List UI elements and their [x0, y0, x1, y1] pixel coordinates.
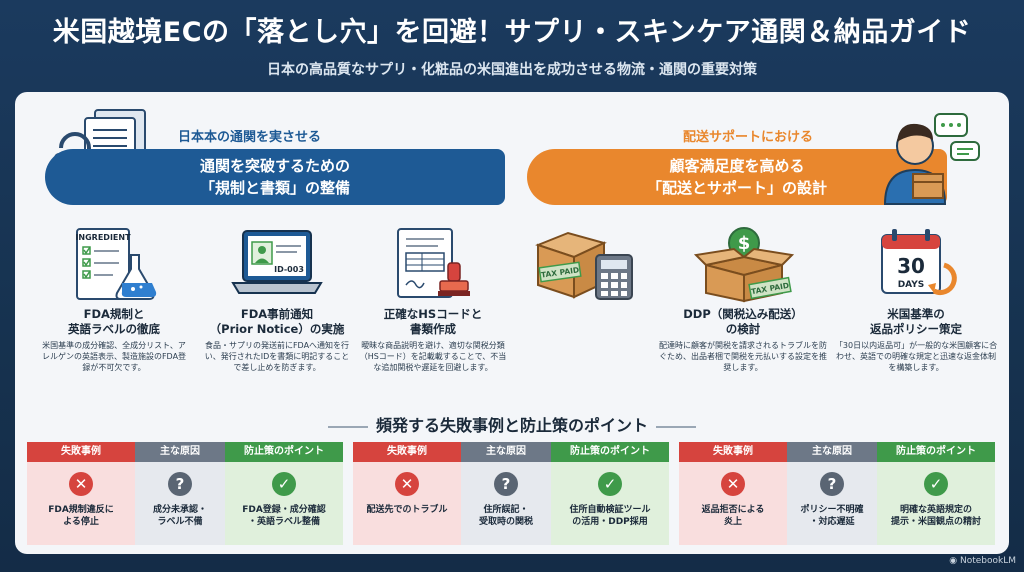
- case-table-1: 失敗事例 主な原因 防止策のポイント ✕ FDA規制違反による停止 ? 成分未承…: [27, 442, 343, 545]
- days-label: DAYS: [898, 280, 925, 290]
- ingredient-flask-icon: INGREDIENT: [75, 228, 157, 300]
- item-title: 米国基準の 返品ポリシー策定: [870, 307, 962, 336]
- support-person-icon: [883, 113, 980, 205]
- failure-cell: ✕ 配送先でのトラブル: [353, 462, 461, 545]
- header-cause: 主な原因: [135, 442, 225, 462]
- item-prior-notice: ID-003 FDA事前通知 （Prior Notice）の実施 食品・サプリの…: [202, 225, 352, 373]
- right-banner-line1: 顧客満足度を高める: [669, 157, 805, 175]
- item-fda-label: INGREDIENT FDA規制と 英語ラベルの徹底 米国基準の成分確認、全成分…: [39, 225, 189, 373]
- header-cause: 主な原因: [787, 442, 877, 462]
- days-number: 30: [897, 254, 925, 278]
- cause-cell: ? ポリシー不明確・対応遅延: [787, 462, 877, 545]
- item-desc: 「30日以内返品可」が一般的な米国顧客に合わせ、英語での明確な規定と迅速な返金体…: [834, 341, 998, 372]
- ingredient-label-text: INGREDIENT: [75, 233, 131, 242]
- x-circle-icon: ✕: [69, 472, 93, 496]
- failure-cell: ✕ FDA規制違反による停止: [27, 462, 135, 545]
- question-circle-icon: ?: [820, 472, 844, 496]
- cause-cell: ? 成分未承認・ラベル不備: [135, 462, 225, 545]
- item-desc: 食品・サプリの発送前にFDAへ通知を行い、発行されたIDを書類に明記することで差…: [204, 341, 350, 372]
- left-banner-line2: 「規制と書類」の整備: [199, 179, 350, 197]
- failure-cell: ✕ 返品拒否による炎上: [679, 462, 787, 545]
- right-banner-line2: 「配送とサポート」の設計: [646, 179, 827, 197]
- box-calculator-icon: TAX PAID: [535, 231, 633, 300]
- header-prevention: 防止策のポイント: [877, 442, 995, 462]
- right-banner: 顧客満足度を高める 「配送とサポート」の設計: [527, 149, 947, 205]
- item-desc: 配達時に顧客が関税を請求されるトラブルを防ぐため、出品者梱で関税を元払いする設定…: [659, 341, 827, 372]
- check-circle-icon: ✓: [924, 472, 948, 496]
- svg-text:$: $: [738, 233, 751, 254]
- x-circle-icon: ✕: [395, 472, 419, 496]
- prevention-cell: ✓ 明確な英語規定の提示・米国観点の精討: [877, 462, 995, 545]
- left-kicker: 日本本の通関を実させる: [178, 130, 322, 145]
- page-title: 米国越境ECの「落とし穴」を回避！サプリ・スキンケア通関＆納品ガイド: [52, 17, 972, 48]
- item-tax-paid-box: TAX PAID: [527, 225, 647, 303]
- header-failure: 失敗事例: [353, 442, 461, 462]
- open-box-dollar-icon: $ TAX PAID: [693, 227, 795, 303]
- prevention-cell: ✓ 住所自動検証ツールの活用・DDP採用: [551, 462, 669, 545]
- title-divider-left: [327, 425, 368, 428]
- header-prevention: 防止策のポイント: [225, 442, 343, 462]
- main-panel: 日本本の通関を実させる 通関を突破するための 「規制と書類」の整備 配送サポート…: [15, 92, 1009, 554]
- item-ddp: $ TAX PAID DDP（関税込み配送） の検討 配達時に顧客が関税を請求さ…: [658, 225, 828, 373]
- header-failure: 失敗事例: [679, 442, 787, 462]
- notebook-icon: ◉: [949, 556, 960, 566]
- page-subtitle: 日本の高品質なサプリ・化粧品の米国進出を成功させる物流・通関の重要対策: [267, 62, 757, 78]
- title-divider-right: [656, 425, 696, 428]
- item-desc: 曖昧な商品説明を避け、適切な関税分類（HSコード）を記載載することで、不当な追加…: [359, 341, 507, 372]
- item-title: 正確なHSコードと 書類作成: [383, 307, 483, 336]
- case-table-3: 失敗事例 主な原因 防止策のポイント ✕ 返品拒否による炎上 ? ポリシー不明確…: [679, 442, 995, 545]
- header-prevention: 防止策のポイント: [551, 442, 669, 462]
- question-circle-icon: ?: [168, 472, 192, 496]
- item-hs-code: 正確なHSコードと 書類作成 曖昧な商品説明を避け、適切な関税分類（HSコード）…: [358, 225, 508, 373]
- question-circle-icon: ?: [494, 472, 518, 496]
- calendar-return-icon: 30 DAYS: [881, 229, 957, 295]
- laptop-id-icon: ID-003: [231, 230, 323, 294]
- item-title: FDA事前通知 （Prior Notice）の実施: [209, 307, 345, 336]
- document-stamp-icon: [397, 228, 470, 298]
- left-banner: 通関を突破するための 「規制と書類」の整備: [45, 149, 505, 205]
- prevention-cell: ✓ FDA登録・成分確認・英語ラベル整備: [225, 462, 343, 545]
- item-title: FDA規制と 英語ラベルの徹底: [68, 307, 160, 336]
- right-kicker: 配送サポートにおける: [683, 130, 814, 145]
- left-banner-line1: 通関を突破するための: [199, 157, 350, 175]
- header-cause: 主な原因: [461, 442, 551, 462]
- case-table-2: 失敗事例 主な原因 防止策のポイント ✕ 配送先でのトラブル ? 住所誤記・受取…: [353, 442, 669, 545]
- cause-cell: ? 住所誤記・受取時の関税: [461, 462, 551, 545]
- footer-brand: ◉ NotebookLM: [949, 556, 1016, 566]
- item-return-policy: 30 DAYS 米国基準の 返品ポリシー策定 「30日以内返品可」が一般的な米国…: [833, 225, 999, 373]
- check-circle-icon: ✓: [272, 472, 296, 496]
- x-circle-icon: ✕: [721, 472, 745, 496]
- item-desc: 米国基準の成分確認、全成分リスト、アレルゲンの英語表示、製造施設のFDA登録が不…: [41, 341, 187, 372]
- header-failure: 失敗事例: [27, 442, 135, 462]
- id-text: ID-003: [274, 265, 304, 274]
- check-circle-icon: ✓: [598, 472, 622, 496]
- points-title: 頻発する失敗事例と防止策のポイント: [15, 412, 1009, 436]
- item-title: DDP（関税込み配送） の検討: [683, 307, 803, 336]
